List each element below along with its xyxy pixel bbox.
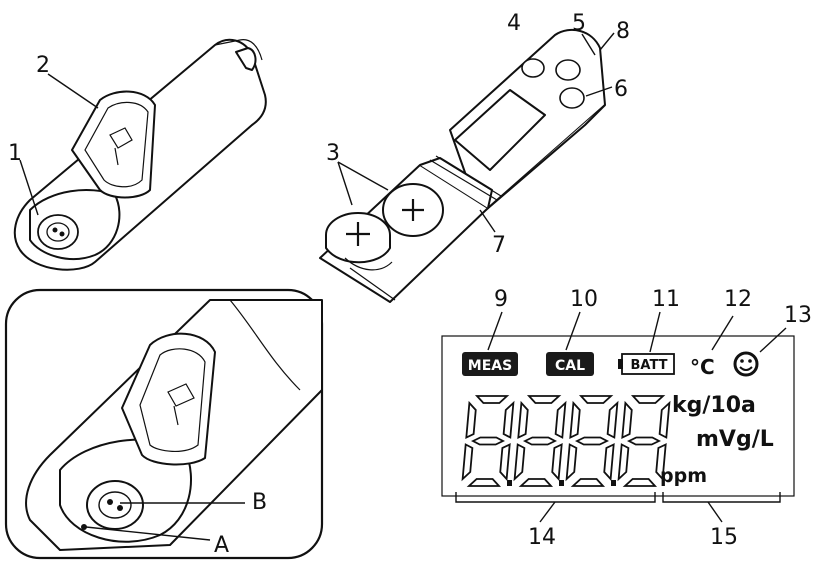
callout-10: 10 bbox=[570, 287, 598, 312]
callout-A: A bbox=[214, 533, 229, 558]
segment-g bbox=[470, 436, 506, 446]
decimal-point bbox=[559, 480, 564, 486]
svg-text:BATT: BATT bbox=[631, 358, 668, 373]
segment-f bbox=[569, 400, 581, 439]
meter-battery-illustration bbox=[319, 28, 615, 303]
callout-14: 14 bbox=[528, 525, 556, 550]
callout-15: 15 bbox=[710, 525, 738, 550]
segment-d bbox=[518, 478, 554, 487]
segment-b bbox=[606, 400, 619, 439]
segment-g bbox=[522, 436, 558, 446]
segment-c bbox=[551, 443, 563, 482]
callout-2: 2 bbox=[36, 53, 50, 78]
segment-e bbox=[513, 443, 526, 482]
unit-ppm: ppm bbox=[660, 465, 707, 487]
sensor-zoom-illustration bbox=[4, 288, 324, 560]
callout-5: 5 bbox=[572, 11, 586, 36]
callout-6: 6 bbox=[614, 77, 628, 102]
segment-e bbox=[565, 443, 578, 482]
segment-d bbox=[466, 478, 502, 487]
callout-4: 4 bbox=[507, 11, 521, 36]
decimal-point bbox=[507, 480, 512, 486]
segment-a bbox=[474, 395, 510, 404]
callout-1: 1 bbox=[8, 141, 22, 166]
segment-d bbox=[570, 478, 606, 487]
segment-b bbox=[554, 400, 567, 439]
segment-e bbox=[461, 443, 474, 482]
segment-f bbox=[517, 400, 529, 439]
segment-d bbox=[622, 478, 658, 487]
callout-13: 13 bbox=[784, 303, 812, 328]
callout-3: 3 bbox=[326, 141, 340, 166]
segment-c bbox=[655, 443, 667, 482]
callout-12: 12 bbox=[724, 287, 752, 312]
callout-11: 11 bbox=[652, 287, 680, 312]
segment-g bbox=[626, 436, 662, 446]
segment-c bbox=[499, 443, 511, 482]
segment-f bbox=[621, 400, 633, 439]
callout-7: 7 bbox=[492, 233, 506, 258]
segment-b bbox=[502, 400, 515, 439]
segment-g bbox=[574, 436, 610, 446]
seven-segment-readout bbox=[461, 395, 671, 487]
callout-B: B bbox=[252, 490, 267, 515]
decimal-point bbox=[611, 480, 616, 486]
unit-mvg-per-l: mVg/L bbox=[696, 427, 774, 452]
svg-text:MEAS: MEAS bbox=[468, 358, 512, 374]
cal-indicator: CAL bbox=[546, 352, 594, 376]
meas-indicator: MEAS bbox=[462, 352, 518, 376]
battery-icon: BATT bbox=[618, 353, 675, 375]
button-5-shape bbox=[555, 59, 581, 81]
svg-text:CAL: CAL bbox=[555, 358, 585, 374]
button-6-shape bbox=[559, 87, 585, 109]
segment-e bbox=[617, 443, 630, 482]
meter-open-illustration bbox=[13, 38, 267, 271]
callout-9: 9 bbox=[494, 287, 508, 312]
segment-a bbox=[578, 395, 614, 404]
callout-8: 8 bbox=[616, 19, 630, 44]
segment-b bbox=[658, 400, 671, 439]
bracket-15 bbox=[662, 492, 781, 523]
segment-a bbox=[526, 395, 562, 404]
segment-f bbox=[465, 400, 477, 439]
unit-kg-per-10a: kg/10a bbox=[672, 393, 756, 418]
bracket-14 bbox=[455, 492, 656, 523]
smiley-icon bbox=[733, 351, 759, 377]
celsius-indicator: °C bbox=[690, 355, 715, 379]
button-4-shape bbox=[521, 58, 545, 78]
segment-c bbox=[603, 443, 615, 482]
segment-a bbox=[630, 395, 666, 404]
